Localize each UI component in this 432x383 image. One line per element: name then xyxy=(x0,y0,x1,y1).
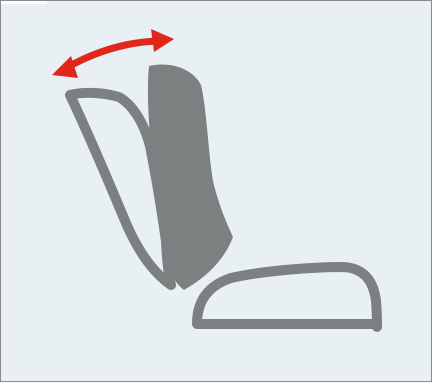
backrest-upright-icon xyxy=(148,65,233,290)
seat-cushion-icon xyxy=(197,267,377,327)
